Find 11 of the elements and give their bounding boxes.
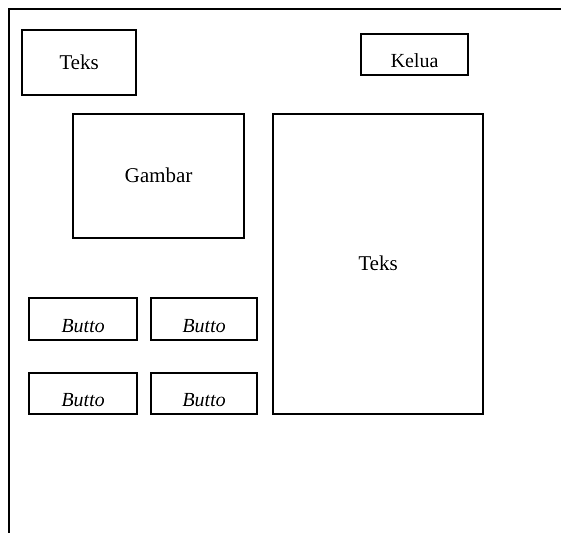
box-label: Gambar [124,164,192,188]
box-label: Teks [358,252,398,276]
box-label: Teks [59,50,99,74]
action-button: Butto [150,372,258,415]
text-placeholder-box [272,113,484,415]
action-button: Butto [150,297,258,341]
action-button: Butto [28,372,138,415]
text-placeholder-box [21,29,137,96]
action-button: Butto [28,297,138,341]
image-placeholder-box [72,113,245,239]
exit-button: Kelua [360,33,469,76]
